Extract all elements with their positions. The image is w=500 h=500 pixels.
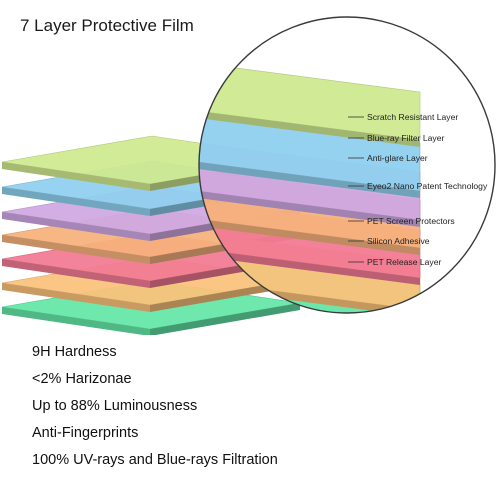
layer-label-pet-release-layer: PET Release Layer: [348, 257, 441, 267]
svg-text:Anti-glare Layer: Anti-glare Layer: [367, 153, 428, 163]
page-title: 7 Layer Protective Film: [20, 16, 194, 35]
svg-text:Silicon Adhesive: Silicon Adhesive: [367, 236, 430, 246]
layer-label-pet-screen-protectors: PET Screen Protectors: [348, 216, 455, 226]
svg-text:PET Release Layer: PET Release Layer: [367, 257, 441, 267]
layer-label-anti-glare-layer: Anti-glare Layer: [348, 153, 428, 163]
layer-label-blue-ray-filter-layer: Blue-ray Filter Layer: [348, 133, 445, 143]
magnifier-circle: [198, 16, 496, 314]
svg-text:Blue-ray Filter Layer: Blue-ray Filter Layer: [367, 133, 445, 143]
feature-uv-filtration: 100% UV-rays and Blue-rays Filtration: [32, 452, 278, 468]
feature-anti-fingerprints: Anti-Fingerprints: [32, 425, 139, 441]
svg-text:Scratch Resistant Layer: Scratch Resistant Layer: [367, 112, 458, 122]
layer-label-eyeo2-nano-patent-technology: Eyeo2 Nano Patent Technology: [348, 181, 488, 191]
svg-text:Eyeo2 Nano Patent Technology: Eyeo2 Nano Patent Technology: [367, 181, 488, 191]
layer-label-scratch-resistant-layer: Scratch Resistant Layer: [348, 112, 458, 122]
feature-luminousness: Up to 88% Luminousness: [32, 398, 198, 414]
feature-haze: <2% Harizonae: [32, 371, 132, 387]
feature-hardness: 9H Hardness: [32, 344, 117, 360]
svg-text:PET Screen Protectors: PET Screen Protectors: [367, 216, 455, 226]
layer-label-silicon-adhesive: Silicon Adhesive: [348, 236, 430, 246]
